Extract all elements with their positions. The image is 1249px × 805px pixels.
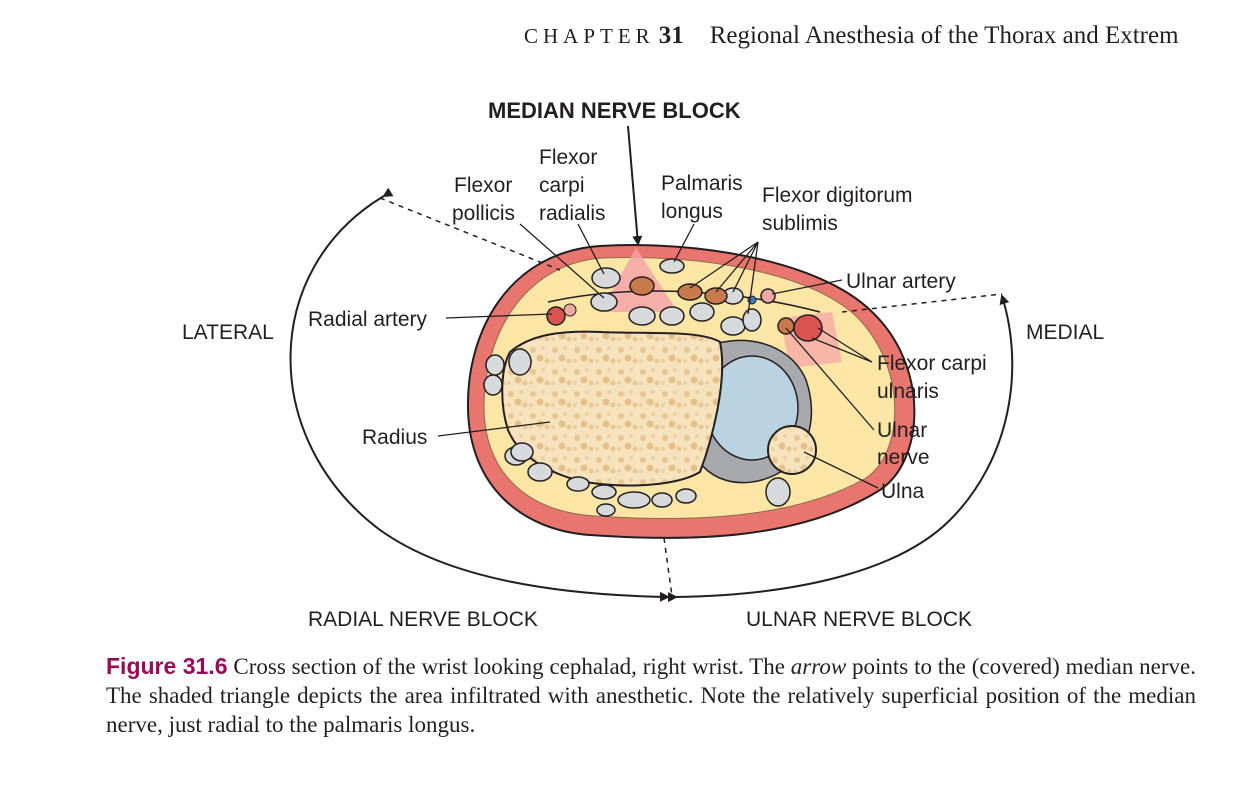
tendon bbox=[483, 374, 503, 396]
tendon bbox=[659, 258, 685, 274]
tendon bbox=[765, 477, 791, 507]
radial-block-arc bbox=[289, 187, 670, 602]
leader-lines bbox=[437, 223, 879, 489]
tendon bbox=[651, 492, 673, 508]
tendon bbox=[617, 491, 651, 509]
muscle bbox=[704, 287, 728, 305]
tendon bbox=[591, 267, 621, 289]
muscle bbox=[677, 283, 703, 301]
radial-artery-vessel bbox=[546, 306, 566, 326]
figure-number: Figure 31.6 bbox=[106, 653, 228, 679]
figure-caption: Figure 31.6 Cross section of the wrist l… bbox=[106, 652, 1196, 739]
radius-bone bbox=[501, 330, 724, 487]
median-nerve-arrow bbox=[627, 125, 643, 246]
flexor-digitorum-label-line1: Flexor digitorum bbox=[762, 184, 913, 207]
radial-nerve-block-label: RADIAL NERVE BLOCK bbox=[308, 608, 538, 631]
tendon bbox=[566, 476, 590, 492]
radius-label: Radius bbox=[362, 426, 427, 449]
bottom-boundary-dashed bbox=[663, 537, 673, 597]
caption-italic-term: arrow bbox=[790, 654, 847, 679]
ulnar-nerve-label-line2: nerve bbox=[877, 446, 930, 469]
flexor-carpi-radialis-label-line3: radialis bbox=[539, 202, 606, 225]
ulnar-block-arc bbox=[667, 294, 1014, 603]
muscle bbox=[629, 276, 655, 296]
tendon bbox=[590, 292, 618, 312]
tendon bbox=[510, 442, 534, 462]
muscle bbox=[793, 314, 823, 342]
flexor-pollicis-label-line2: pollicis bbox=[452, 202, 515, 225]
tendon bbox=[527, 462, 553, 482]
radial-artery-label: Radial artery bbox=[308, 308, 428, 331]
wrist-cross-section-figure: MEDIAN NERVE BLOCK Flexor pollicis Flexo… bbox=[182, 98, 1104, 631]
radial-artery-vessel bbox=[563, 303, 577, 317]
medial-label: MEDIAL bbox=[1026, 321, 1104, 344]
ulnar-artery-label: Ulnar artery bbox=[846, 270, 956, 293]
flexor-carpi-ulnaris-label-line2: ulnaris bbox=[877, 380, 939, 403]
median-nerve-block-label: MEDIAN NERVE BLOCK bbox=[488, 98, 741, 123]
tendon bbox=[675, 488, 697, 504]
flexor-digitorum-label-line2: sublimis bbox=[762, 212, 838, 235]
ulnar-nerve-block-label: ULNAR NERVE BLOCK bbox=[746, 608, 972, 631]
flexor-carpi-ulnaris-label-line1: Flexor carpi bbox=[877, 352, 987, 375]
running-head-chapter-number: 31 bbox=[658, 22, 684, 49]
ulnar-nerve-label-line1: Ulnar bbox=[877, 419, 927, 442]
flexor-carpi-radialis-label-line1: Flexor bbox=[539, 146, 597, 169]
caption-text-part2: points to the (covered) median nerve. Th… bbox=[106, 654, 1197, 737]
tendon bbox=[508, 348, 532, 376]
palmaris-longus-label-line1: Palmaris bbox=[661, 172, 743, 195]
running-head-chapter-word: CHAPTER bbox=[524, 24, 655, 48]
tendon bbox=[596, 503, 616, 517]
tendon bbox=[485, 354, 505, 376]
ulnar-artery-vessel bbox=[760, 288, 776, 304]
tendon bbox=[742, 308, 762, 332]
palmaris-longus-label-line2: longus bbox=[661, 200, 723, 223]
tendon bbox=[689, 302, 715, 322]
flexor-carpi-radialis-label-line2: carpi bbox=[539, 174, 585, 197]
tendon bbox=[659, 306, 685, 326]
muscle bbox=[777, 317, 795, 335]
lateral-label: LATERAL bbox=[182, 321, 274, 344]
tendon bbox=[591, 484, 617, 500]
medial-boundary-dashed bbox=[841, 293, 1003, 313]
tendon bbox=[720, 316, 746, 336]
ulna-bone bbox=[767, 425, 817, 475]
ulna-label: Ulna bbox=[881, 480, 925, 503]
running-head-title: Regional Anesthesia of the Thorax and Ex… bbox=[709, 22, 1179, 49]
caption-text-part1: Cross section of the wrist looking cepha… bbox=[227, 654, 791, 679]
tendon bbox=[628, 306, 656, 326]
flexor-pollicis-label-line1: Flexor bbox=[454, 174, 512, 197]
